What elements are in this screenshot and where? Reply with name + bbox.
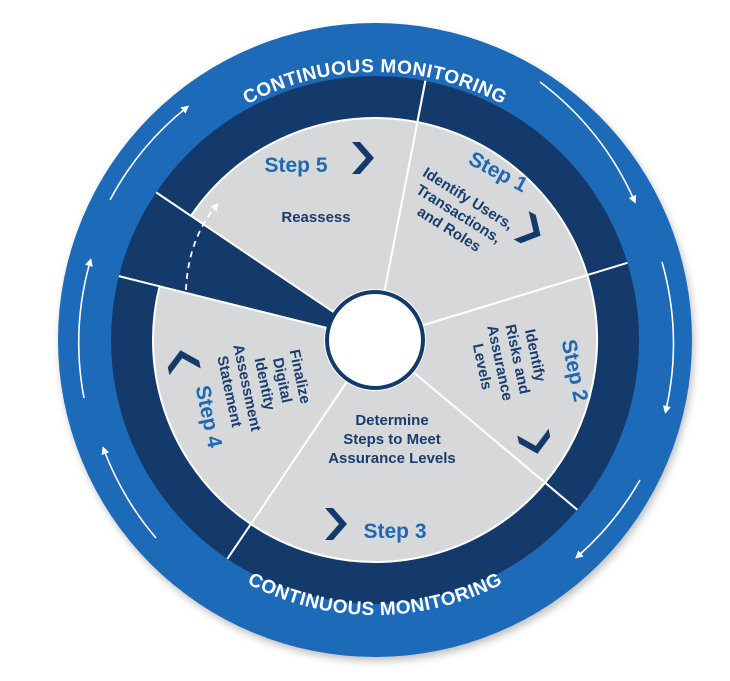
flow-arrow-top-right — [539, 81, 637, 204]
segment-dividers — [118, 80, 628, 560]
flow-arrow-top-left — [109, 105, 190, 201]
chevron-right-icon — [352, 142, 374, 174]
step-3-description-line: Steps to Meet — [343, 431, 441, 448]
ring-divider-2 — [587, 261, 628, 277]
step-5-description-line: Reassess — [281, 209, 350, 226]
chevron-right-icon — [325, 508, 347, 540]
step-3-title: Step 3 — [363, 520, 426, 543]
step-4-description: FinalizeDigitalIdentityAssessmentStateme… — [212, 332, 317, 437]
flow-arrow-bottom-left — [101, 446, 157, 539]
ring-divider-7 — [416, 80, 427, 123]
dashed-return-arrow — [185, 202, 219, 291]
flow-arrow-right — [661, 261, 675, 414]
step-segments — [152, 117, 598, 563]
ring-divider-4 — [226, 523, 252, 560]
flow-arrow-bottom-right — [574, 479, 641, 559]
ring-divider-5 — [118, 275, 160, 288]
chevron-left-icon — [167, 350, 201, 376]
step-5-description: Reassess — [281, 209, 350, 226]
ring-divider-6 — [155, 191, 192, 217]
ring-divider-3 — [544, 481, 578, 511]
step-3-description-line: Determine — [355, 412, 428, 429]
step-5-title: Step 5 — [264, 154, 327, 177]
flow-arrows — [78, 81, 675, 559]
chevron-right-icon — [513, 211, 541, 244]
chevron-right-icon — [517, 428, 551, 454]
center-hub — [325, 290, 425, 390]
step-3-description-line: Assurance Levels — [328, 450, 456, 467]
flow-arrow-left — [78, 258, 93, 399]
